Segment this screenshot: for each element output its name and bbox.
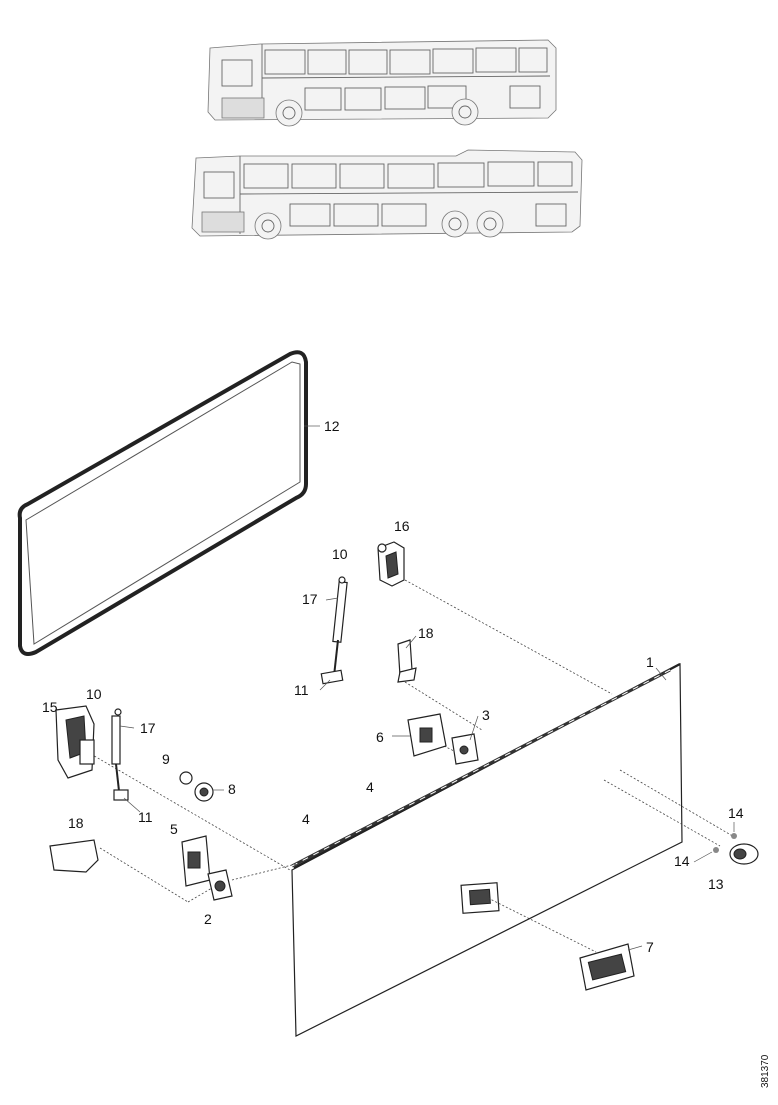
screw-part-14 <box>713 833 737 853</box>
bracket-part-6 <box>407 713 447 757</box>
fitting-part-8 <box>194 782 214 802</box>
gas-strut-part-17-left <box>111 708 122 801</box>
callout-2: 2 <box>204 911 212 927</box>
callout-13: 13 <box>708 876 724 892</box>
callout-6: 6 <box>376 729 384 745</box>
bus-illustration-top <box>207 39 557 127</box>
callout-12: 12 <box>324 418 340 434</box>
callout-4-left: 4 <box>302 811 310 827</box>
gas-strut-part-17-right <box>332 576 348 677</box>
callout-17-left: 17 <box>140 720 156 736</box>
callout-1: 1 <box>646 654 654 670</box>
callout-3: 3 <box>482 707 490 723</box>
lock-housing-part-2 <box>207 869 233 901</box>
callout-16: 16 <box>394 518 410 534</box>
catch-part-18-lower <box>49 839 99 873</box>
callout-15: 15 <box>42 699 58 715</box>
lock-part-3 <box>451 733 479 765</box>
reference-number: 381370 <box>760 1054 771 1088</box>
callout-5: 5 <box>170 821 178 837</box>
hinge-bracket-part-15 <box>55 705 95 779</box>
hinge-bracket-part-16 <box>377 541 405 587</box>
bus-illustration-bottom <box>191 149 583 240</box>
washer-part-9 <box>179 771 193 785</box>
callout-9: 9 <box>162 751 170 767</box>
ball-joint-part-11-left <box>113 789 129 801</box>
callout-7: 7 <box>646 939 654 955</box>
callout-18-upper: 18 <box>418 625 434 641</box>
ball-joint-part-11-right <box>320 669 344 685</box>
seal-frame-part-12 <box>17 350 308 656</box>
callout-4-right: 4 <box>366 779 374 795</box>
callout-8: 8 <box>228 781 236 797</box>
callout-10-left: 10 <box>86 686 102 702</box>
callout-17-right: 17 <box>302 591 318 607</box>
callout-14-upper: 14 <box>728 805 744 821</box>
callout-leaders <box>119 425 735 951</box>
callout-labels: 12 16 10 17 18 1 11 10 15 3 17 6 9 8 4 1… <box>42 418 744 955</box>
lock-cylinder-part-13 <box>729 843 759 865</box>
catch-part-18-upper <box>397 639 417 683</box>
callout-11-right: 11 <box>294 682 309 698</box>
callout-11-left: 11 <box>138 809 153 825</box>
callout-18-lower: 18 <box>68 815 84 831</box>
callout-14-lower: 14 <box>674 853 690 869</box>
handle-part-7 <box>579 943 635 991</box>
hinge-rod-part-4 <box>291 668 671 868</box>
bracket-part-5 <box>181 835 211 887</box>
callout-10-right: 10 <box>332 546 348 562</box>
